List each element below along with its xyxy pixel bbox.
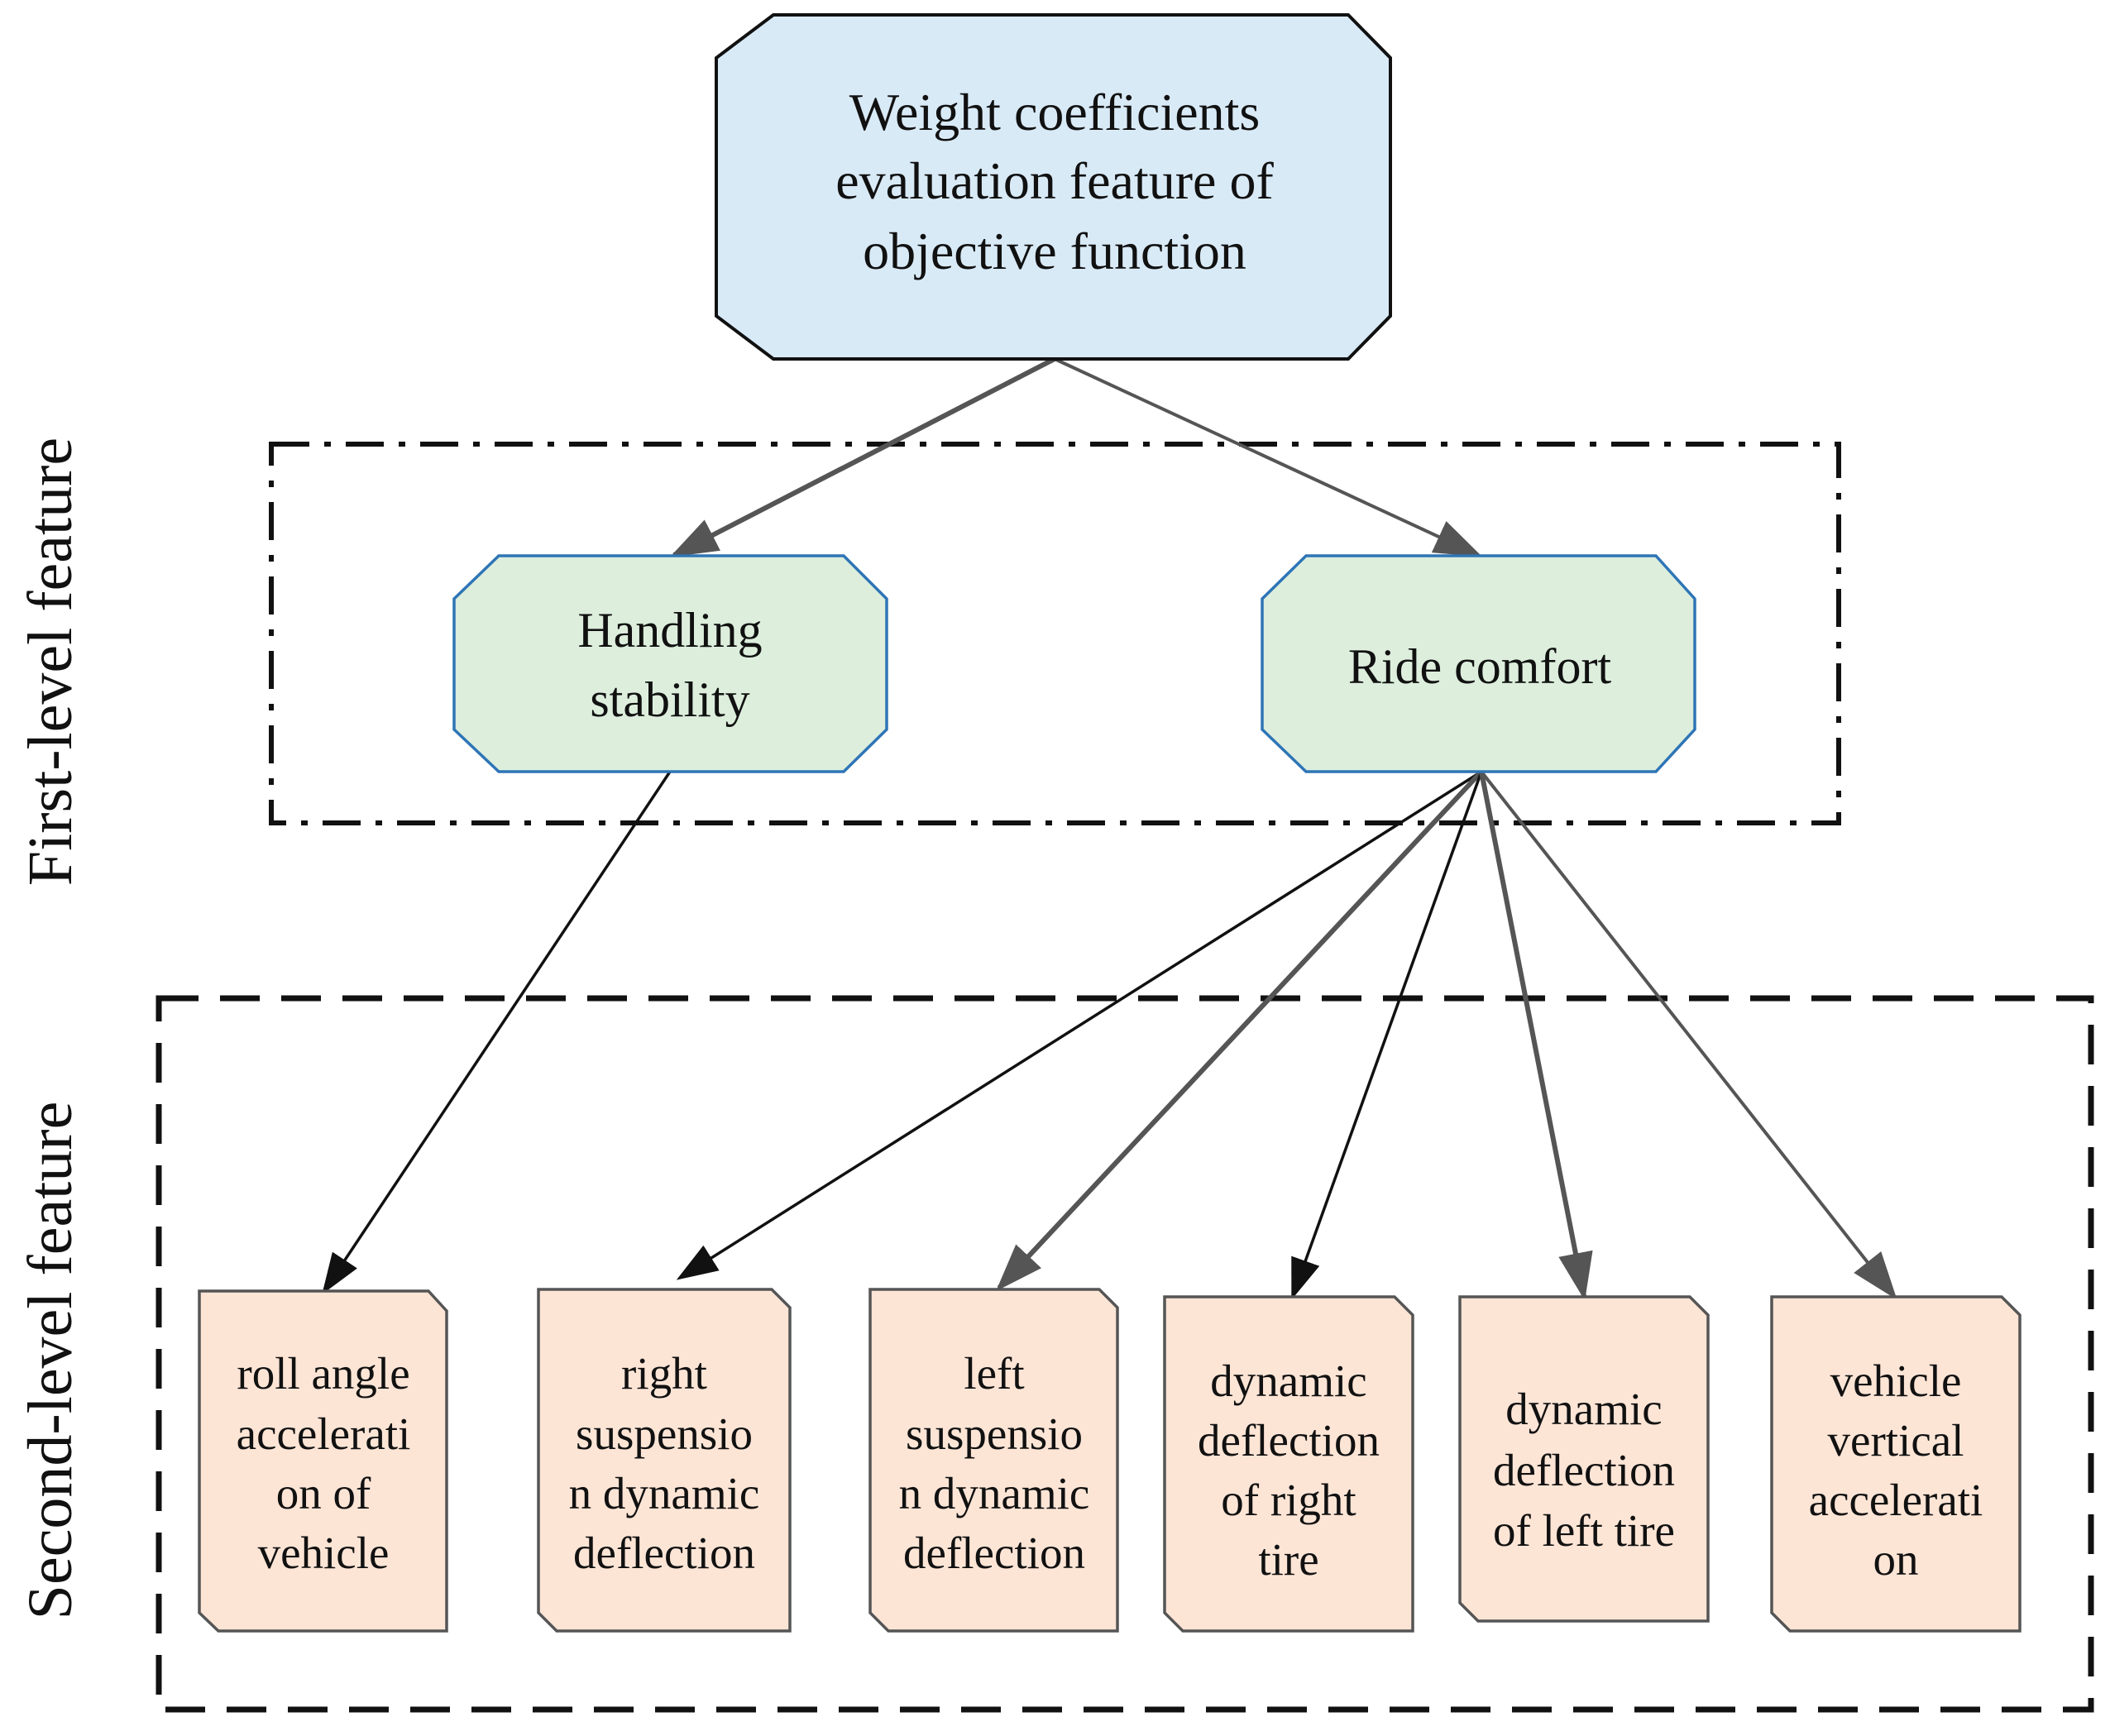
left-suspension-node-shape <box>868 1288 1119 1633</box>
second-level-node-roll: roll angle accelerati on of vehicle <box>198 1289 448 1633</box>
root-node-line-3: objective function <box>863 222 1246 280</box>
edge-ride-to-left-tire <box>1479 771 1593 1301</box>
vertical-acceleration-node-shape <box>1770 1295 2021 1633</box>
first-level-node-handling: Handling stability <box>452 554 888 773</box>
root-node-line-2: evaluation feature of <box>835 151 1274 210</box>
left-tire-node-line-3: of left tire <box>1493 1505 1675 1556</box>
second-level-label: Second-level feature <box>16 1102 85 1620</box>
edge-ride-to-left-suspension <box>996 769 1484 1292</box>
roll-node-line-2: accelerati <box>237 1408 411 1459</box>
second-level-node-right-suspension: right suspensio n dynamic deflection <box>537 1288 792 1633</box>
right-tire-node-line-1: dynamic <box>1210 1356 1366 1406</box>
edge-handling-to-roll <box>322 771 672 1295</box>
left-tire-node-line-1: dynamic <box>1505 1384 1662 1434</box>
ride-node-line-1: Ride comfort <box>1348 639 1612 694</box>
right-suspension-node-line-2: suspensio <box>576 1408 753 1459</box>
ride-node-shape <box>1261 554 1696 773</box>
right-tire-node-shape <box>1163 1295 1414 1633</box>
roll-node-line-4: vehicle <box>258 1528 390 1578</box>
root-node-line-1: Weight coefficients <box>849 83 1261 141</box>
left-suspension-node-line-1: left <box>964 1348 1024 1399</box>
left-tire-node-shape <box>1458 1295 1710 1623</box>
second-level-node-left-tire: dynamic deflection of left tire <box>1458 1295 1710 1623</box>
left-suspension-node-line-2: suspensio <box>906 1408 1083 1459</box>
edge-ride-to-right-suspension <box>676 770 1482 1280</box>
left-suspension-node-line-4: deflection <box>903 1528 1085 1578</box>
handling-node-line-2: stability <box>590 672 749 727</box>
root-node-shape <box>715 13 1392 361</box>
second-level-node-right-tire: dynamic deflection of right tire <box>1163 1295 1414 1633</box>
right-tire-node-line-4: tire <box>1258 1534 1318 1585</box>
second-level-node-left-suspension: left suspensio n dynamic deflection <box>868 1288 1119 1633</box>
left-tire-node-line-2: deflection <box>1493 1445 1675 1495</box>
edges-layer <box>322 356 1897 1301</box>
second-level-group-frame <box>155 995 2094 1713</box>
right-suspension-node-shape <box>537 1288 792 1633</box>
vertical-acceleration-node-line-2: vertical <box>1828 1415 1964 1466</box>
root-node: Weight coefficients evaluation feature o… <box>715 13 1392 361</box>
edge-ride-to-right-tire <box>1291 771 1483 1300</box>
handling-node-shape <box>452 554 888 773</box>
roll-node-shape <box>198 1289 448 1633</box>
right-suspension-node-line-4: deflection <box>573 1528 755 1578</box>
right-tire-node-line-2: deflection <box>1198 1415 1380 1466</box>
edge-root-to-ride <box>1054 357 1483 557</box>
left-suspension-node-line-3: n dynamic <box>899 1468 1090 1518</box>
first-level-node-ride: Ride comfort <box>1261 554 1696 773</box>
handling-node-line-1: Handling <box>577 603 762 658</box>
vertical-acceleration-node-line-1: vehicle <box>1830 1356 1962 1406</box>
first-level-label: First-level feature <box>16 438 85 886</box>
vertical-acceleration-node-line-4: on <box>1873 1534 1919 1585</box>
vertical-acceleration-node-line-3: accelerati <box>1809 1475 1983 1525</box>
right-suspension-node-line-1: right <box>621 1348 707 1399</box>
first-level-group-frame <box>269 442 1841 825</box>
right-tire-node-line-3: of right <box>1221 1475 1356 1525</box>
roll-node-line-1: roll angle <box>237 1348 409 1399</box>
roll-node-line-3: on of <box>276 1468 371 1518</box>
edge-root-to-handling <box>669 356 1056 557</box>
second-level-node-vertical-acceleration: vehicle vertical accelerati on <box>1770 1295 2021 1633</box>
right-suspension-node-line-3: n dynamic <box>569 1468 760 1518</box>
edge-ride-to-vertical-acceleration <box>1480 770 1897 1300</box>
